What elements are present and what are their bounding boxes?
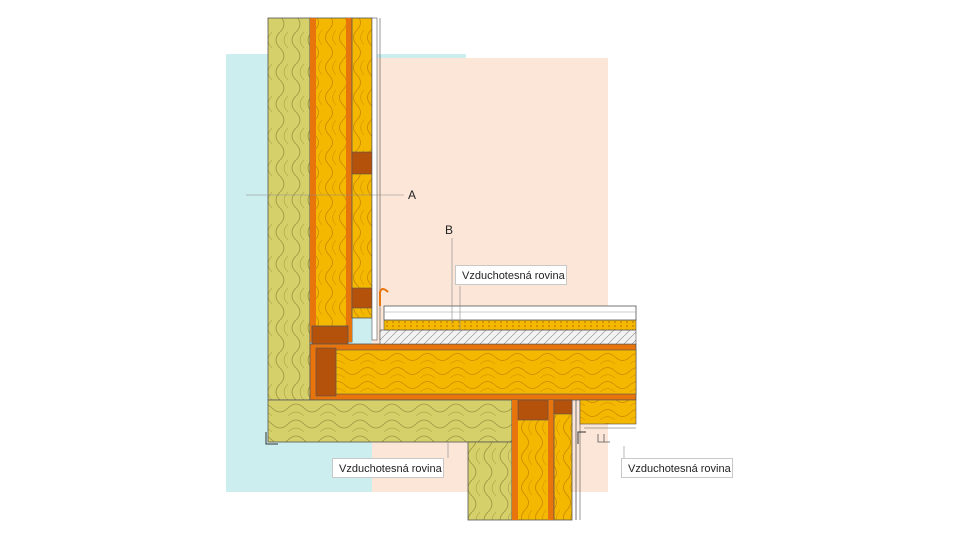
floor-screed [383,305,637,321]
floor-insulation [383,319,637,331]
wall-insulation [309,17,353,343]
slab-insulation [335,349,637,395]
label-airtight-left: Vzduchotesná rovina [332,458,444,478]
lower-fibre-board [267,399,513,443]
marker-a: A [408,188,417,202]
lower-service-layer [553,399,573,521]
ceiling-lining [579,399,637,425]
wall-stud-inner [346,18,352,342]
marker-b: B [445,223,454,237]
airtight-line-left [265,432,278,445]
airtight-line-right [577,431,586,444]
wall-stud-outer [310,18,316,342]
wall-fibre-board [267,17,311,401]
label-airtight-floor: Vzduchotesná rovina [455,265,567,285]
floor-hatch [379,329,637,345]
lower-wall-plate [517,399,549,421]
wall-batten-1 [351,151,373,175]
label-airtight-right: Vzduchotesná rovina [621,458,733,478]
wall-interior-board [371,17,378,341]
skirting-hook [379,288,389,306]
slab-end-beam [315,347,337,397]
ceiling-hanger [597,434,610,443]
lower-wall-fibre [467,441,513,521]
wall-batten-2 [351,287,373,309]
